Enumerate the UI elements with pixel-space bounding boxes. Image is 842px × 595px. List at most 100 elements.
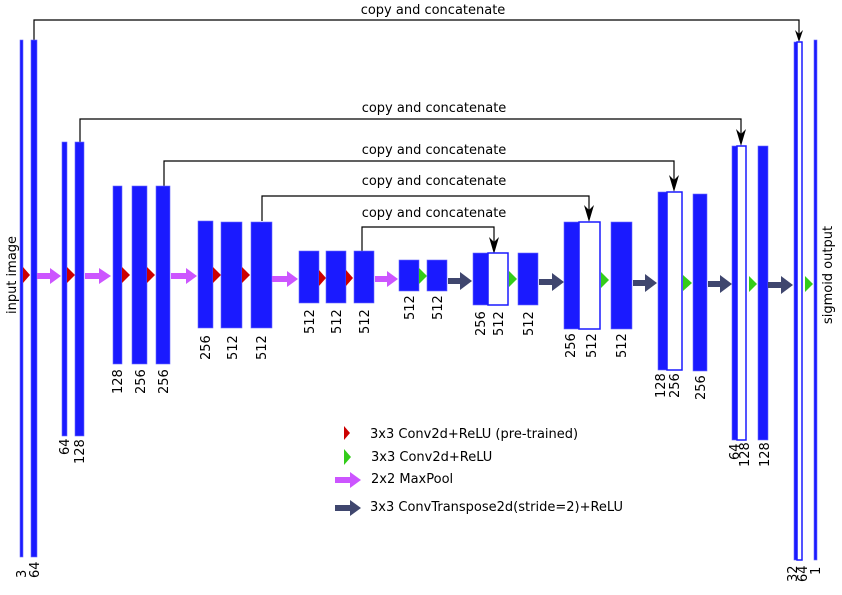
feature-map xyxy=(19,39,24,558)
channel-label: 64 xyxy=(58,438,73,455)
green-triangle-icon xyxy=(683,275,692,291)
feature-map xyxy=(472,252,489,306)
dark-arrow-icon xyxy=(633,274,657,292)
feature-map-empty xyxy=(796,41,803,561)
green-triangle-icon xyxy=(419,268,427,284)
channel-label: 512 xyxy=(431,295,446,320)
feature-map xyxy=(61,141,68,437)
feature-map-empty xyxy=(578,221,601,330)
red-triangle-icon xyxy=(242,267,250,283)
feature-map-empty xyxy=(666,191,683,371)
feature-map xyxy=(155,185,171,365)
feature-map xyxy=(197,220,214,329)
purple-arrow-icon xyxy=(85,268,111,284)
feature-map xyxy=(757,145,769,441)
maxpool-arrows xyxy=(37,268,398,287)
channel-label: 512 xyxy=(615,333,630,358)
channel-label: 512 xyxy=(303,309,318,334)
red-triangle-icon xyxy=(147,267,155,283)
channel-label: 256 xyxy=(134,369,149,394)
feature-map xyxy=(426,259,448,292)
input-image-label: input image xyxy=(5,236,20,314)
red-triangle-icon xyxy=(67,267,75,283)
feature-map-empty xyxy=(487,252,509,306)
channel-label: 128 xyxy=(758,442,773,467)
feature-map xyxy=(563,221,580,330)
dark-arrow-icon xyxy=(539,273,564,291)
feature-map xyxy=(517,252,539,306)
green-triangle-icon xyxy=(749,276,757,292)
channel-label: 512 xyxy=(585,333,600,358)
arrowhead-down-icon xyxy=(669,175,679,192)
feature-map xyxy=(610,221,633,330)
feature-map xyxy=(220,221,243,329)
skip-line-1 xyxy=(33,19,800,40)
skip-line-4 xyxy=(261,195,590,221)
channel-label: 256 xyxy=(564,333,579,358)
channel-label: 128 xyxy=(73,439,88,464)
channel-label: 512 xyxy=(358,309,373,334)
channel-label: 128 xyxy=(654,373,669,398)
arrowhead-down-icon xyxy=(489,237,499,254)
green-triangle-icon xyxy=(344,449,351,465)
dark-arrow-icon xyxy=(335,500,361,516)
arrowhead-down-icon xyxy=(584,205,594,222)
skip-connections xyxy=(33,19,800,251)
feature-map xyxy=(398,259,420,292)
channel-label: 512 xyxy=(403,295,418,320)
channel-label: 256 xyxy=(474,311,489,336)
channel-label: 128 xyxy=(738,442,753,467)
feature-map xyxy=(692,193,708,372)
purple-arrow-icon xyxy=(272,271,298,287)
feature-map xyxy=(353,250,375,304)
channel-label: 256 xyxy=(668,373,683,398)
skip-arrowheads xyxy=(489,30,803,254)
skip-line-5 xyxy=(361,226,495,251)
skip-line-2 xyxy=(79,118,742,142)
dark-arrow-icon xyxy=(768,276,793,294)
channel-label: 512 xyxy=(226,335,241,360)
purple-arrow-icon xyxy=(375,271,398,287)
feature-map xyxy=(112,185,123,365)
legend-label: 3x3 ConvTranspose2d(stride=2)+ReLU xyxy=(370,500,623,515)
arrowhead-down-icon xyxy=(736,129,746,146)
skip-labels: copy and concatenate copy and concatenat… xyxy=(361,3,507,221)
feature-map xyxy=(657,191,668,371)
feature-maps xyxy=(19,39,818,561)
channel-label: 64 xyxy=(796,565,811,582)
purple-arrow-icon xyxy=(335,472,361,488)
dark-arrow-icon xyxy=(708,275,732,293)
skip-label: copy and concatenate xyxy=(362,101,507,116)
green-triangle-icon xyxy=(805,276,813,292)
red-triangle-icon xyxy=(122,267,130,283)
conv-markers xyxy=(419,268,813,292)
red-triangle-icon xyxy=(213,267,221,283)
red-triangle-icon xyxy=(346,270,353,286)
feature-map xyxy=(74,141,85,437)
channel-label: 512 xyxy=(522,311,537,336)
green-triangle-icon xyxy=(509,271,517,287)
channel-label: 512 xyxy=(492,311,507,336)
legend-label: 2x2 MaxPool xyxy=(371,472,453,487)
red-triangle-icon xyxy=(319,270,326,286)
channel-labels: 3 64 64 128 128 256 256 256 512 512 512 … xyxy=(15,295,824,582)
red-triangle-icon xyxy=(23,267,30,283)
skip-label: copy and concatenate xyxy=(362,143,507,158)
channel-label: 1 xyxy=(809,567,824,575)
legend: 3x3 Conv2d+ReLU (pre-trained) 3x3 Conv2d… xyxy=(335,426,623,516)
channel-label: 128 xyxy=(111,369,126,394)
feature-map xyxy=(30,39,38,558)
channel-label: 512 xyxy=(330,309,345,334)
channel-label: 256 xyxy=(199,335,214,360)
channel-label: 64 xyxy=(728,443,743,460)
convtranspose-arrows xyxy=(448,272,793,294)
conv-pretrained-markers xyxy=(23,267,353,286)
green-triangle-icon xyxy=(601,272,609,288)
purple-arrow-icon xyxy=(171,268,197,284)
red-triangle-icon xyxy=(344,426,350,440)
channel-label: 64 xyxy=(28,561,43,578)
channel-label: 3 xyxy=(15,570,30,578)
feature-map xyxy=(250,221,273,329)
channel-label: 512 xyxy=(255,335,270,360)
